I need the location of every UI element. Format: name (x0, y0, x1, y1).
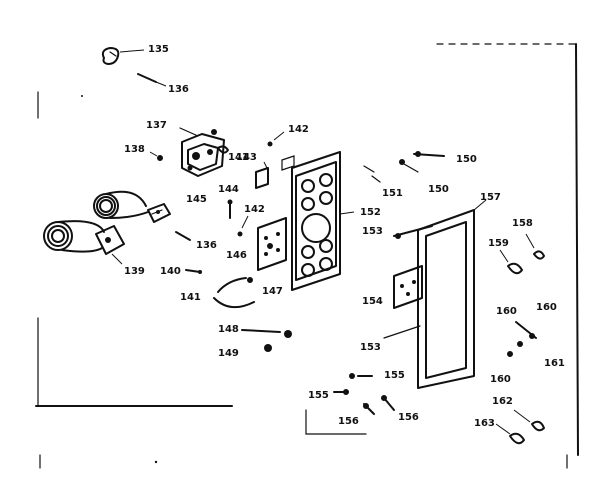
callout-150: 150 (456, 154, 477, 165)
part-159-knob (499, 249, 523, 275)
callout-141: 141 (228, 152, 249, 163)
callout-135: 135 (148, 44, 169, 55)
callout-159: 159 (488, 238, 509, 249)
callout-143: 143 (236, 152, 257, 163)
callout-151: 151 (382, 188, 403, 199)
callout-153: 153 (360, 342, 381, 353)
callout-162: 162 (492, 396, 513, 407)
part-156-screws (305, 395, 395, 435)
callout-156: 156 (398, 412, 419, 423)
callout-160: 160 (536, 302, 557, 313)
callout-156: 156 (338, 416, 359, 427)
callout-142: 142 (288, 124, 309, 135)
part-145-switch (147, 203, 171, 223)
part-153b-wire (383, 325, 421, 339)
part-148-screw (241, 329, 292, 338)
part-137-thermostat (179, 127, 225, 177)
callout-140: 140 (160, 266, 181, 277)
callout-141: 141 (180, 292, 201, 303)
callout-161: 161 (544, 358, 565, 369)
callout-149: 149 (218, 348, 239, 359)
callout-153: 153 (362, 226, 383, 237)
callout-158: 158 (512, 218, 533, 229)
part-155-screws (333, 373, 373, 395)
callout-152: 152 (360, 207, 381, 218)
part-163-knob (495, 423, 525, 445)
part-140-screw (185, 269, 202, 274)
part-146-plate (257, 217, 287, 271)
part-139-coil (43, 220, 125, 265)
part-154-bracket (393, 265, 423, 309)
part-136-screw (137, 73, 167, 87)
callout-139: 139 (124, 266, 145, 277)
callout-145: 145 (186, 194, 207, 205)
callout-147: 147 (262, 286, 283, 297)
callout-146: 146 (226, 250, 247, 261)
callout-148: 148 (218, 324, 239, 335)
callout-142: 142 (244, 204, 265, 215)
frame-border (35, 43, 579, 469)
part-142b-screw (237, 215, 249, 237)
callout-155: 155 (308, 390, 329, 401)
callout-154: 154 (362, 296, 383, 307)
callout-150: 150 (428, 184, 449, 195)
part-157-door (417, 199, 487, 389)
part-143-bracket (255, 155, 295, 189)
part-141a (217, 145, 229, 154)
callout-160: 160 (490, 374, 511, 385)
part-150-151 (363, 151, 445, 183)
part-144-screw (227, 199, 233, 219)
part-135-clip (101, 47, 145, 65)
part-136b-screw (175, 231, 191, 241)
part-158-knob (525, 233, 545, 260)
part-147-wire (213, 277, 255, 309)
callout-163: 163 (474, 418, 495, 429)
callout-136: 136 (168, 84, 189, 95)
callout-144: 144 (218, 184, 239, 195)
part-149-nut (264, 344, 272, 352)
part-152-control-board (291, 151, 355, 291)
callout-157: 157 (480, 192, 501, 203)
callout-138: 138 (124, 144, 145, 155)
callout-labels: 135 136 137 138 141 142 143 144 145 142 … (124, 44, 565, 429)
part-162-knob (513, 409, 545, 432)
part-coil-upper (93, 190, 149, 219)
callout-136: 136 (196, 240, 217, 251)
callout-155: 155 (384, 370, 405, 381)
callout-160: 160 (496, 306, 517, 317)
part-138-screw (149, 151, 163, 161)
part-160-161 (507, 321, 537, 357)
callout-137: 137 (146, 120, 167, 131)
part-142a-screw (267, 131, 285, 147)
scan-specks (81, 95, 158, 464)
